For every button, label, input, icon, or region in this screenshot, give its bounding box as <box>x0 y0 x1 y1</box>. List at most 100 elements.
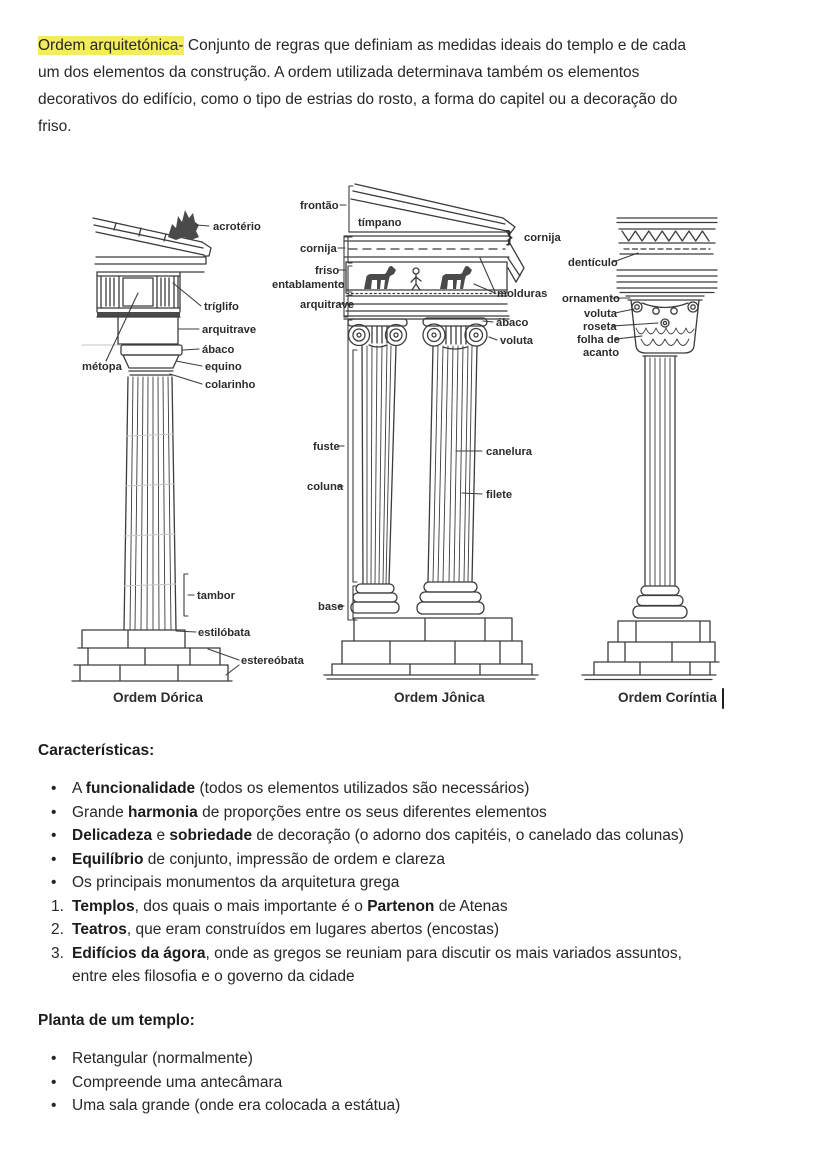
bold-text: Equilíbrio <box>72 850 144 868</box>
leader-line <box>615 335 643 340</box>
frieze-horse <box>364 266 396 289</box>
leader-line <box>611 322 659 327</box>
list-item-text: A funcionalidade (todos os elementos uti… <box>72 777 529 801</box>
label-bracket <box>347 319 353 621</box>
text-run: entre eles filosofia e o governo da cida… <box>72 968 355 985</box>
paragraph-line: friso. <box>38 113 686 140</box>
section-heading: Planta de um templo: <box>38 1012 195 1029</box>
list-marker: 1. <box>51 897 64 915</box>
corinthian-column-drawing <box>581 217 720 681</box>
ionic-column-drawing <box>323 183 539 680</box>
list-item: • A funcionalidade (todos os elementos ut… <box>38 777 778 801</box>
list-marker: • <box>51 780 57 797</box>
bold-text: funcionalidade <box>85 780 196 797</box>
diagram-label: estereóbata <box>241 655 305 667</box>
bold-text: Templos <box>72 897 135 915</box>
frieze-horse <box>440 266 472 289</box>
list-item: 1. Templos, dos quais o mais importante é… <box>38 895 778 919</box>
list: •Retangular (normalmente)•Compreende uma… <box>38 1047 778 1118</box>
section-planta: Planta de um templo: •Retangular (normal… <box>38 1010 778 1118</box>
text-run: de conjunto, impressão de ordem e clarez… <box>143 850 446 868</box>
list-item-text: Delicadeza e sobriedade de decoração (o … <box>72 824 684 848</box>
text-run: (todos os elementos utilizados são neces… <box>195 780 530 797</box>
diagram-label: molduras <box>497 288 547 300</box>
paragraph-line: Ordem arquitetónica- Conjunto de regras … <box>38 32 686 59</box>
label-bracket <box>183 573 189 617</box>
leader-line <box>195 224 210 227</box>
list-marker: • <box>51 803 57 821</box>
diagram-label: ornamento <box>562 293 620 305</box>
leader-line <box>225 664 240 676</box>
diagram-label: tríglifo <box>204 301 239 313</box>
label-bracket <box>352 585 358 621</box>
bold-text: Edifícios da ágora <box>72 944 206 962</box>
leader-line <box>612 252 639 263</box>
label-bracket <box>347 265 353 293</box>
text-run: Uma sala grande (onde era colocada a est… <box>72 1097 401 1114</box>
diagram-label: cornija <box>300 243 337 255</box>
text-run: Conjunto de regras que definiam as medid… <box>183 37 686 54</box>
text-run: decorativos do edifício, como o tipo de … <box>38 91 678 108</box>
bold-text: Partenon <box>367 897 435 915</box>
list-marker: • <box>51 1097 57 1114</box>
paragraph-line: decorativos do edifício, como o tipo de … <box>38 86 686 113</box>
frieze-charioteer <box>410 267 422 291</box>
text-run: Os principais monumentos da arquitetura … <box>72 874 400 891</box>
doric-column-drawing <box>71 210 233 682</box>
text-run: A <box>72 780 86 797</box>
leader-line <box>175 630 197 633</box>
leader-line <box>482 320 494 323</box>
list-item-text: Os principais monumentos da arquitetura … <box>72 871 399 895</box>
list-item-text: Templos, dos quais o mais importante é o… <box>72 895 508 919</box>
diagram-label: acanto <box>583 347 619 359</box>
diagram-label: fuste <box>313 441 340 453</box>
diagram-label: dentículo <box>568 257 618 269</box>
diagram-label: frontão <box>300 200 339 212</box>
list-item-text: Teatros, que eram construídos em lugares… <box>72 918 499 942</box>
orders-diagram: acrotériotríglifoarquitraveábacoequinoco… <box>71 183 724 709</box>
list-item-continuation: entre eles filosofia e o governo da cida… <box>38 965 778 989</box>
list-item-text: Equilíbrio de conjunto, impressão de ord… <box>72 848 445 872</box>
diagram-label: roseta <box>583 321 617 333</box>
list-marker: • <box>51 827 57 844</box>
list-marker: • <box>51 1050 57 1067</box>
diagram-label: } <box>506 227 513 246</box>
diagram-label: ábaco <box>202 344 234 356</box>
diagram-label: tambor <box>197 590 236 602</box>
leader-line <box>479 257 496 293</box>
diagram-label: ábaco <box>496 317 528 329</box>
diagram-label: cornija <box>524 232 561 244</box>
label-bracket <box>348 185 354 233</box>
label-bracket <box>343 236 349 318</box>
diagram-label: entablamento <box>272 279 345 291</box>
section-heading: Características: <box>38 742 155 759</box>
label-bracket <box>352 349 358 583</box>
list-marker: • <box>51 1073 57 1091</box>
order-caption: Ordem Dórica <box>113 690 203 705</box>
list-item: •Retangular (normalmente) <box>38 1047 778 1071</box>
text-run: Compreende uma antecâmara <box>72 1073 283 1091</box>
list-item: 2. Teatros, que eram construídos em lugar… <box>38 918 778 942</box>
section-caracteristicas: Características: • A funcionalidade (todo… <box>38 740 778 989</box>
list-marker: 2. <box>51 921 64 938</box>
text-run: , dos quais o mais importante é o <box>134 897 368 915</box>
list-item: •Equilíbrio de conjunto, impressão de or… <box>38 848 778 872</box>
diagram-label: coluna <box>307 481 344 493</box>
text-run: friso. <box>38 118 72 135</box>
diagram-label: friso <box>315 265 339 277</box>
leader-line <box>614 308 635 314</box>
paragraph-line: um dos elementos da construção. A ordem … <box>38 59 686 86</box>
label-bracket <box>347 294 353 317</box>
text-run: de Atenas <box>434 897 508 915</box>
list-item: •Grande harmonia de proporções entre os … <box>38 801 778 825</box>
leader-line <box>169 373 203 385</box>
text-run: um dos elementos da construção. A ordem … <box>38 64 640 81</box>
diagram-label: voluta <box>500 335 534 347</box>
diagram-labels: acrotériotríglifoarquitraveábacoequinoco… <box>82 185 724 709</box>
highlighted-text: Ordem arquitetónica- <box>38 36 184 55</box>
list-item: • Delicadeza e sobriedade de decoração (o… <box>38 824 778 848</box>
text-run: de decoração (o adorno dos capitéis, o c… <box>252 827 684 844</box>
list-marker: • <box>51 874 57 891</box>
list-item-text: Edifícios da ágora, onde as gregos se re… <box>72 942 682 966</box>
